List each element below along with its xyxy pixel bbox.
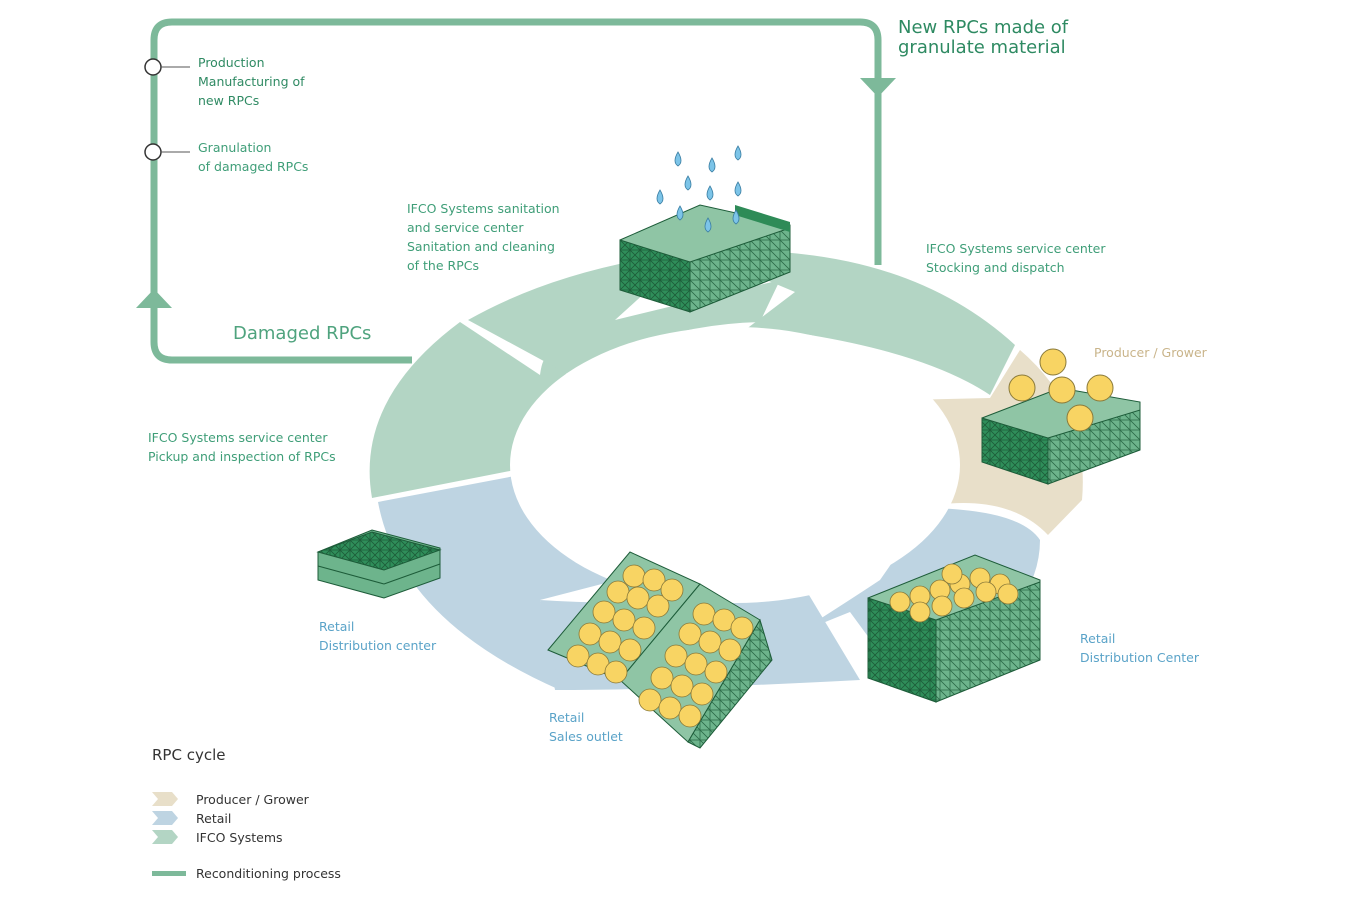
stage-producer-label: Producer / Grower bbox=[1094, 345, 1207, 360]
up-arrow-icon bbox=[136, 289, 172, 308]
down-arrow-icon bbox=[860, 78, 896, 97]
production-node bbox=[144, 58, 162, 76]
stage-sales-outlet-label: Retail Sales outlet bbox=[549, 710, 623, 744]
stage-pickup-label: IFCO Systems service center Pickup and i… bbox=[148, 430, 336, 464]
segment-ifco-pickup bbox=[369, 322, 570, 498]
segment-ifco-sanitation bbox=[468, 252, 780, 378]
producer-crate bbox=[981, 348, 1141, 485]
retail-dc-crates bbox=[867, 554, 1041, 703]
legend-label: IFCO Systems bbox=[196, 829, 283, 845]
legend-item-retail: Retail bbox=[152, 809, 231, 827]
legend-item-reconditioning: Reconditioning process bbox=[152, 864, 341, 882]
new-rpcs-label: New RPCs made of granulate material bbox=[898, 17, 1069, 58]
chevron-tan-icon bbox=[152, 792, 178, 806]
chevron-blue-icon bbox=[152, 811, 178, 825]
granulation-step-label: Granulation of damaged RPCs bbox=[198, 140, 309, 174]
stage-stocking-label: IFCO Systems service center Stocking and… bbox=[926, 241, 1106, 275]
legend-label: Producer / Grower bbox=[196, 791, 309, 807]
line-green-icon bbox=[152, 871, 186, 876]
fruit-icons bbox=[1008, 348, 1114, 432]
sanitation-crate bbox=[619, 145, 791, 313]
folded-crates-stack bbox=[316, 529, 442, 599]
legend-title: RPC cycle bbox=[152, 746, 226, 764]
production-step-label: Production Manufacturing of new RPCs bbox=[198, 55, 305, 108]
reconditioning-loop bbox=[136, 18, 896, 364]
legend-item-producer: Producer / Grower bbox=[152, 790, 309, 808]
legend-item-ifco: IFCO Systems bbox=[152, 828, 283, 846]
stage-sanitation-label: IFCO Systems sanitation and service cent… bbox=[407, 201, 560, 273]
chevron-green-icon bbox=[152, 830, 178, 844]
stage-retail-dc-return-label: Retail Distribution center bbox=[319, 619, 437, 653]
legend-label: Retail bbox=[196, 810, 232, 826]
reconditioning-loop-path bbox=[150, 18, 882, 364]
legend-swatches bbox=[152, 792, 186, 876]
ring-center bbox=[510, 327, 960, 603]
legend-label: Reconditioning process bbox=[196, 865, 341, 881]
sales-outlet-crates bbox=[547, 551, 773, 749]
segment-retail-return bbox=[378, 475, 625, 690]
segment-ifco-stocking bbox=[700, 250, 1015, 395]
stage-retail-dc-label: Retail Distribution Center bbox=[1080, 631, 1199, 665]
water-drop-icons bbox=[656, 145, 742, 233]
granulation-node bbox=[144, 143, 162, 161]
damaged-rpcs-label: Damaged RPCs bbox=[233, 323, 372, 344]
